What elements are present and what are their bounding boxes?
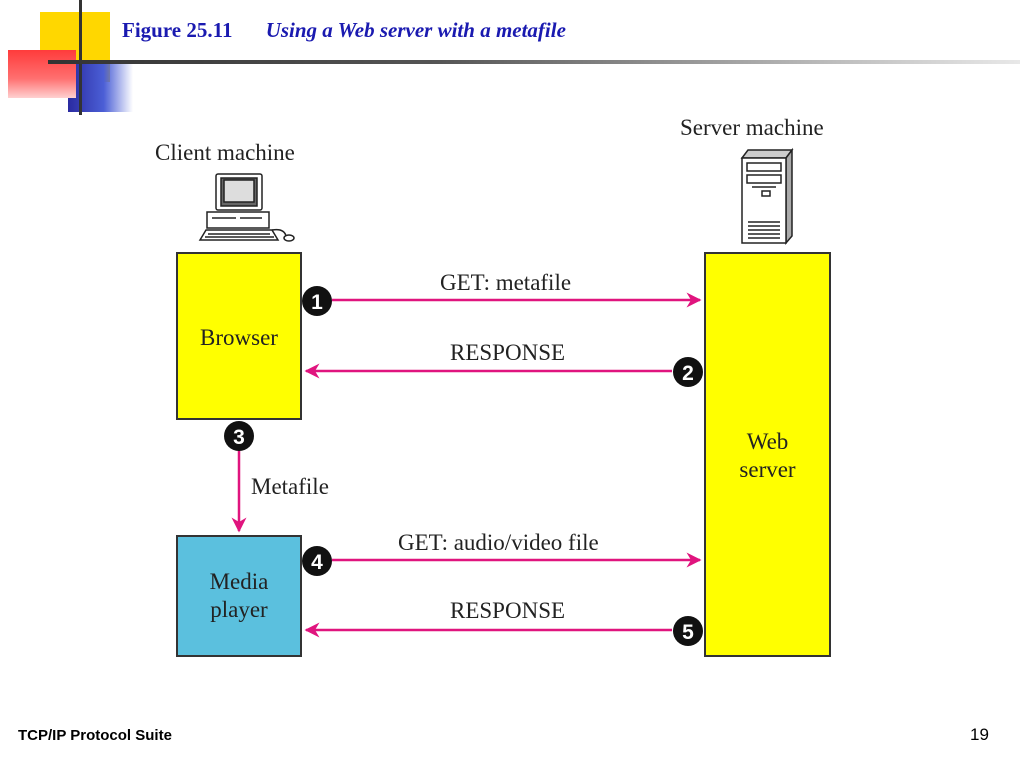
message-label-get-audio-video: GET: audio/video file xyxy=(398,530,599,555)
media-player-box: Media player xyxy=(176,535,302,657)
footer-course-title: TCP/IP Protocol Suite xyxy=(18,727,172,744)
step-badge-5: 5 xyxy=(673,616,703,646)
web-server-box: Web server xyxy=(704,252,831,657)
media-player-box-label: Media player xyxy=(209,569,269,622)
decor-horizontal-rule xyxy=(48,60,1020,64)
step-badge-1: 1 xyxy=(302,286,332,316)
svg-text:1: 1 xyxy=(311,291,323,314)
desktop-computer-icon xyxy=(198,173,295,242)
browser-box-label: Browser xyxy=(200,325,278,350)
browser-box: Browser xyxy=(176,252,302,420)
server-machine-label: Server machine xyxy=(680,115,824,140)
step-badge-4: 4 xyxy=(302,546,332,576)
message-label-metafile: Metafile xyxy=(251,474,329,499)
message-label-response-2: RESPONSE xyxy=(450,598,566,623)
svg-text:5: 5 xyxy=(682,621,694,644)
step-badge-2: 2 xyxy=(673,357,703,387)
slide-title: Figure 25.11 Using a Web server with a m… xyxy=(122,18,566,43)
client-machine-label: Client machine xyxy=(155,140,295,165)
web-server-box-label: Web server xyxy=(739,429,796,482)
decor-blue-square xyxy=(68,62,133,112)
message-label-response-1: RESPONSE xyxy=(450,340,566,365)
message-label-get-metafile: GET: metafile xyxy=(440,270,572,295)
server-tower-icon xyxy=(740,147,794,246)
decor-vertical-rule xyxy=(79,0,82,115)
figure-title: Using a Web server with a metafile xyxy=(265,18,566,42)
figure-number: Figure 25.11 xyxy=(122,18,233,42)
footer-page-number: 19 xyxy=(970,725,989,744)
svg-text:3: 3 xyxy=(233,426,245,449)
decor-red-square xyxy=(8,50,76,98)
svg-text:4: 4 xyxy=(311,551,323,574)
step-badge-3: 3 xyxy=(224,421,254,451)
svg-text:2: 2 xyxy=(682,362,694,385)
